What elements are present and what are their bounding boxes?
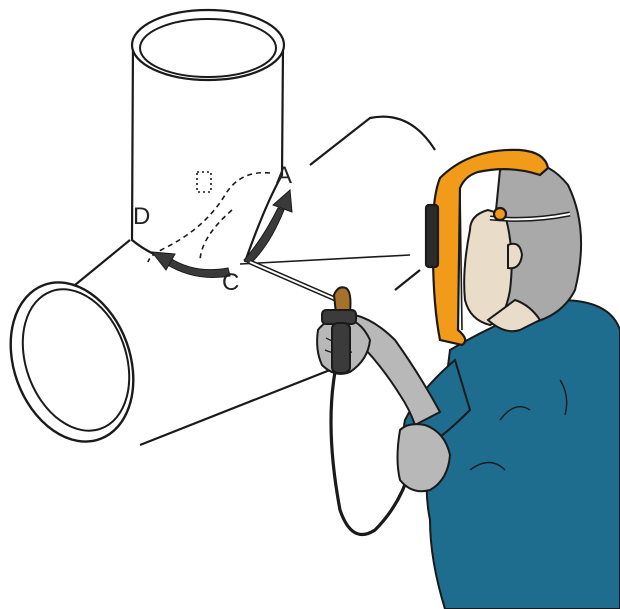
label-point-c: C bbox=[222, 269, 239, 296]
welder-head bbox=[464, 163, 581, 332]
label-point-a: A bbox=[276, 162, 292, 189]
dotted-square-icon bbox=[197, 172, 211, 192]
electrode-rod bbox=[250, 262, 342, 302]
curved-arrow-icon bbox=[152, 190, 292, 278]
vertical-pipe bbox=[132, 10, 284, 262]
hidden-weld-seam bbox=[148, 173, 270, 262]
pipe-open-end bbox=[0, 265, 155, 459]
label-point-d: D bbox=[133, 203, 150, 230]
